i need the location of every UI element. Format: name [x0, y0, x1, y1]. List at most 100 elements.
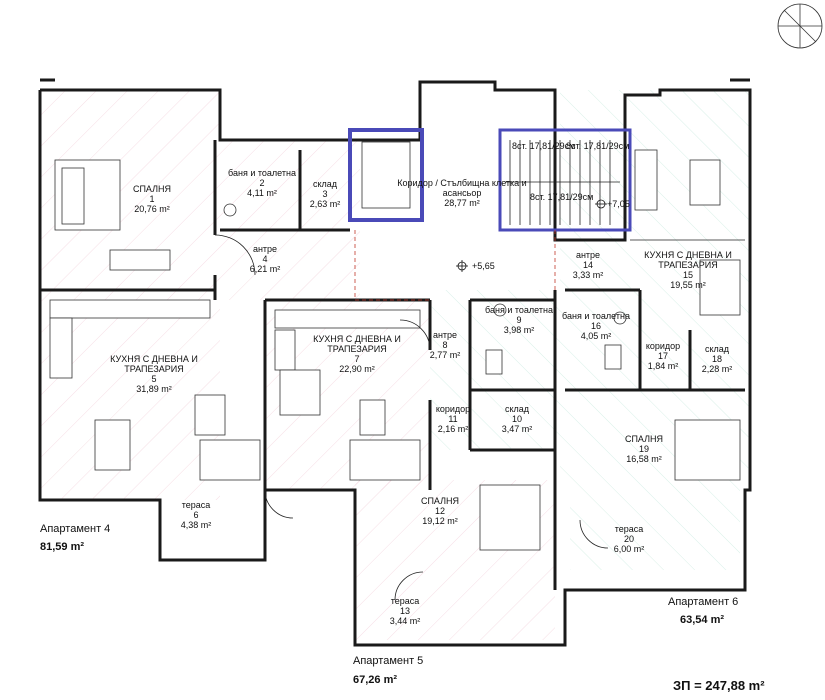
interior-walls	[40, 140, 745, 590]
room-name: склад	[313, 179, 338, 189]
room-number: 10	[512, 414, 522, 424]
apartment-area: 67,26 m²	[353, 674, 397, 686]
room-name: тераса	[182, 500, 211, 510]
room-area: 2,77 m²	[430, 350, 461, 360]
room-number: 4	[262, 254, 267, 264]
room-area: 19,12 m²	[422, 516, 458, 526]
room-number: 12	[435, 506, 445, 516]
axis-lines	[354, 230, 556, 301]
room-name: тераса	[615, 524, 644, 534]
room-name: СПАЛНЯ	[625, 434, 663, 444]
room-name: ТРАПЕЗАРИЯ	[658, 260, 717, 270]
room-number: 5	[151, 374, 156, 384]
apartment-area: 81,59 m²	[40, 541, 84, 553]
room-area: 4,11 m²	[247, 188, 277, 198]
room-number: 11	[448, 414, 457, 424]
room-name: КУХНЯ С ДНЕВНА И	[313, 334, 401, 344]
room-area: 16,58 m²	[626, 454, 662, 464]
room-area: 6,21 m²	[250, 264, 281, 274]
stair-note: 8ст. 17,81/29см	[530, 192, 593, 202]
svg-text:+5,65: +5,65	[472, 261, 495, 271]
stair-note: 8ст. 17,81/29см	[512, 141, 575, 151]
room-number: 3	[322, 189, 327, 199]
apartment-name: Апартамент 6	[668, 596, 738, 608]
room-name: ТРАПЕЗАРИЯ	[327, 344, 386, 354]
room-number: 2	[259, 178, 264, 188]
room-area: 31,89 m²	[136, 384, 172, 394]
room-label-core: Коридор / Стълбищна клетка иасансьор28,7…	[397, 178, 526, 208]
apartment-name: Апартамент 5	[353, 655, 423, 667]
furniture	[49, 149, 741, 551]
room-area: 3,33 m²	[573, 270, 604, 280]
room-area: 6,00 m²	[614, 544, 645, 554]
apartment-name: Апартамент 4	[40, 523, 110, 535]
room-area: 20,76 m²	[134, 204, 170, 214]
room-number: 6	[193, 510, 198, 520]
room-name: баня и тоалетна	[562, 311, 630, 321]
room-number: 9	[516, 315, 521, 325]
room-name: Коридор / Стълбищна клетка и	[397, 178, 526, 188]
room-name: склад	[505, 404, 530, 414]
room-name: коридор	[436, 404, 470, 414]
room-number: 7	[354, 354, 359, 364]
room-name: баня и тоалетна	[228, 168, 296, 178]
level-marker: +7,05	[595, 199, 630, 209]
room-number: 1	[149, 194, 154, 204]
room-number: 14	[583, 260, 593, 270]
level-marker: +5,65	[456, 260, 495, 272]
room-name: асансьор	[443, 188, 482, 198]
door-swings	[214, 234, 609, 601]
total-area: ЗП = 247,88 m²	[673, 678, 765, 693]
room-number: 13	[400, 606, 410, 616]
outer-walls	[38, 78, 752, 647]
room-number: 19	[639, 444, 649, 454]
room-number: 8	[442, 340, 447, 350]
room-area: 3,47 m²	[502, 424, 533, 434]
room-number: 17	[658, 351, 668, 361]
room-area: 3,98 m²	[504, 325, 535, 335]
room-number: 15	[683, 270, 693, 280]
room-area: 3,44 m²	[390, 616, 421, 626]
room-area: 2,63 m²	[310, 199, 341, 209]
room-name: коридор	[646, 341, 680, 351]
room-name: антре	[433, 330, 457, 340]
room-name: КУХНЯ С ДНЕВНА И	[110, 354, 198, 364]
room-area: 19,55 m²	[670, 280, 706, 290]
svg-text:+7,05: +7,05	[607, 199, 630, 209]
room-area: 22,90 m²	[339, 364, 375, 374]
room-name: антре	[253, 244, 277, 254]
room-area: 4,38 m²	[181, 520, 212, 530]
room-area: 1,84 m²	[648, 361, 679, 371]
apartment-area: 63,54 m²	[680, 614, 724, 626]
room-name: ТРАПЕЗАРИЯ	[124, 364, 183, 374]
north-arrow-icon	[777, 3, 823, 49]
room-number: 18	[712, 354, 722, 364]
room-name: СПАЛНЯ	[133, 184, 171, 194]
stair-note: 8ст. 17,81/29см	[566, 141, 629, 151]
room-name: склад	[705, 344, 730, 354]
room-name: КУХНЯ С ДНЕВНА И	[644, 250, 732, 260]
room-name: СПАЛНЯ	[421, 496, 459, 506]
room-number: 16	[591, 321, 601, 331]
room-area: 2,28 m²	[702, 364, 733, 374]
